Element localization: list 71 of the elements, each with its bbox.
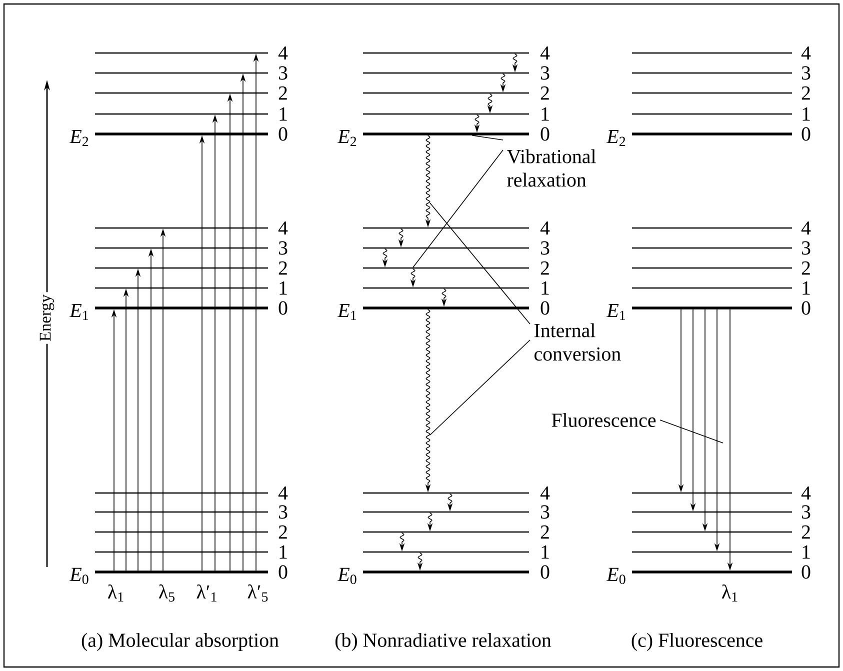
level-number: 1	[542, 107, 549, 121]
level-number: 1	[280, 281, 287, 295]
level-number: 0	[540, 301, 550, 315]
energy-label: E$_{1}$	[606, 304, 625, 320]
level-number: 4	[278, 486, 288, 500]
level-number: 2	[278, 86, 287, 100]
energy-label: E$_{0}$	[337, 568, 356, 584]
level-number: 1	[802, 281, 810, 295]
level-number: 4	[278, 221, 288, 235]
level-number: 3	[278, 66, 288, 80]
panel-caption: (c) Fluorescence	[632, 632, 762, 652]
level-number: 1	[542, 281, 549, 295]
level-number: 0	[802, 127, 810, 141]
leader-line	[472, 135, 504, 140]
wavelength-label: λ$_{1}$	[722, 584, 738, 602]
level-number: 2	[540, 525, 549, 539]
level-number: 2	[802, 525, 810, 539]
level-number: 4	[540, 46, 550, 60]
level-number: 4	[801, 486, 811, 500]
energy-label: E$_{2}$	[69, 130, 88, 146]
wavelength-label: λ$_{5}$	[158, 584, 174, 602]
level-number: 0	[802, 301, 810, 315]
leader-line	[412, 150, 504, 268]
panel-caption: (a) Molecular absorption	[82, 632, 279, 652]
energy-label: E$_{2}$	[606, 130, 626, 146]
level-number: 4	[801, 46, 811, 60]
level-number: 0	[278, 565, 288, 579]
energy-label: E$_{2}$	[337, 130, 356, 146]
level-number: 4	[540, 486, 550, 500]
leader-line	[430, 202, 530, 324]
level-number: 3	[802, 505, 810, 519]
wavelength-label: λ′$_{1}$	[196, 584, 216, 602]
wavelength-label: λ$_{1}$	[108, 584, 124, 602]
level-number: 1	[280, 545, 287, 559]
energy-label: E$_{0}$	[606, 568, 626, 584]
leader-line	[430, 340, 530, 436]
energy-label: E$_{1}$	[337, 304, 356, 320]
level-number: 3	[278, 241, 288, 255]
level-number: 2	[278, 525, 287, 539]
energy-label: E$_{1}$	[69, 304, 88, 320]
level-number: 3	[802, 66, 810, 80]
level-number: 3	[540, 241, 550, 255]
level-number: 4	[540, 221, 550, 235]
level-number: 3	[540, 66, 550, 80]
energy-label: E$_{0}$	[69, 568, 88, 584]
level-number: 0	[540, 565, 550, 579]
leader-line	[660, 420, 724, 444]
level-number: 4	[278, 46, 288, 60]
level-number: 1	[280, 107, 287, 121]
level-number: 0	[278, 301, 288, 315]
level-number: 2	[540, 86, 549, 100]
level-number: 2	[802, 261, 810, 275]
annotation-text: Vibrational relaxation	[506, 149, 596, 187]
level-number: 2	[540, 261, 549, 275]
level-number: 3	[540, 505, 550, 519]
level-number: 2	[278, 261, 287, 275]
level-number: 3	[802, 241, 810, 255]
level-number: 2	[802, 86, 810, 100]
level-number: 1	[802, 107, 810, 121]
level-number: 4	[801, 221, 811, 235]
level-number: 3	[278, 505, 288, 519]
annotation-text: Internal conversion	[534, 323, 621, 361]
panel-caption: (b) Nonradiative relaxation	[336, 632, 552, 652]
level-number: 1	[542, 545, 549, 559]
level-number: 1	[802, 545, 810, 559]
axis-label: Energy	[38, 292, 56, 344]
level-number: 0	[540, 127, 550, 141]
level-number: 0	[278, 127, 288, 141]
level-number: 0	[802, 565, 810, 579]
wavelength-label: λ′$_{5}$	[248, 584, 268, 602]
annotation-text: Fluorescence	[552, 413, 656, 427]
